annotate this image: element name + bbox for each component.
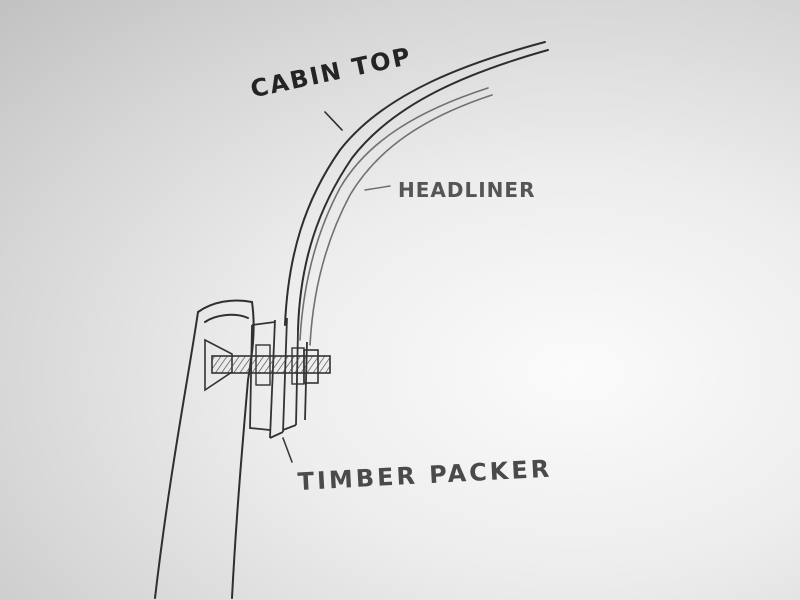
bolt-assembly	[204, 338, 331, 392]
leader-lines	[282, 111, 391, 463]
headliner-panel	[299, 87, 493, 346]
headliner-label: Headliner	[398, 178, 536, 202]
panel-lower-section	[269, 317, 308, 439]
frame-post	[154, 299, 255, 599]
cabin-top-panel	[284, 41, 549, 331]
